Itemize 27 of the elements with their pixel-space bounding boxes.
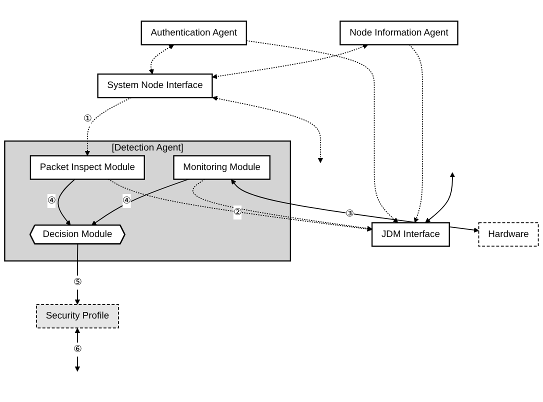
edge-label: ④ xyxy=(122,194,131,208)
edge-label: ④ xyxy=(47,194,56,208)
arrow xyxy=(425,172,455,223)
arrow xyxy=(212,96,323,164)
arrow xyxy=(91,178,189,226)
arrow xyxy=(212,44,368,80)
edge-label: ⑥ xyxy=(73,342,82,357)
arrow xyxy=(192,178,372,231)
process-box: Node Information Agent xyxy=(340,20,458,46)
arrow xyxy=(108,178,372,232)
arrow xyxy=(74,244,80,305)
process-box: Monitoring Module xyxy=(173,155,270,180)
process-box: Hardware xyxy=(478,222,539,247)
process-box: Security Profile xyxy=(36,304,119,328)
arrow xyxy=(408,44,423,223)
arrow xyxy=(246,40,398,223)
edge-label: ① xyxy=(83,112,92,126)
edge-label: ⑤ xyxy=(73,276,82,290)
process-box: JDM Interface xyxy=(371,222,450,247)
decision-hexagon: Decision Module xyxy=(29,224,126,244)
arrow xyxy=(58,178,76,226)
arrow xyxy=(84,97,132,156)
edge-label: ② xyxy=(233,205,242,220)
process-box: System Node Interface xyxy=(97,74,213,98)
process-box: Authentication Agent xyxy=(140,20,248,46)
arrow xyxy=(148,44,174,74)
process-box: Packet Inspect Module xyxy=(30,155,145,180)
